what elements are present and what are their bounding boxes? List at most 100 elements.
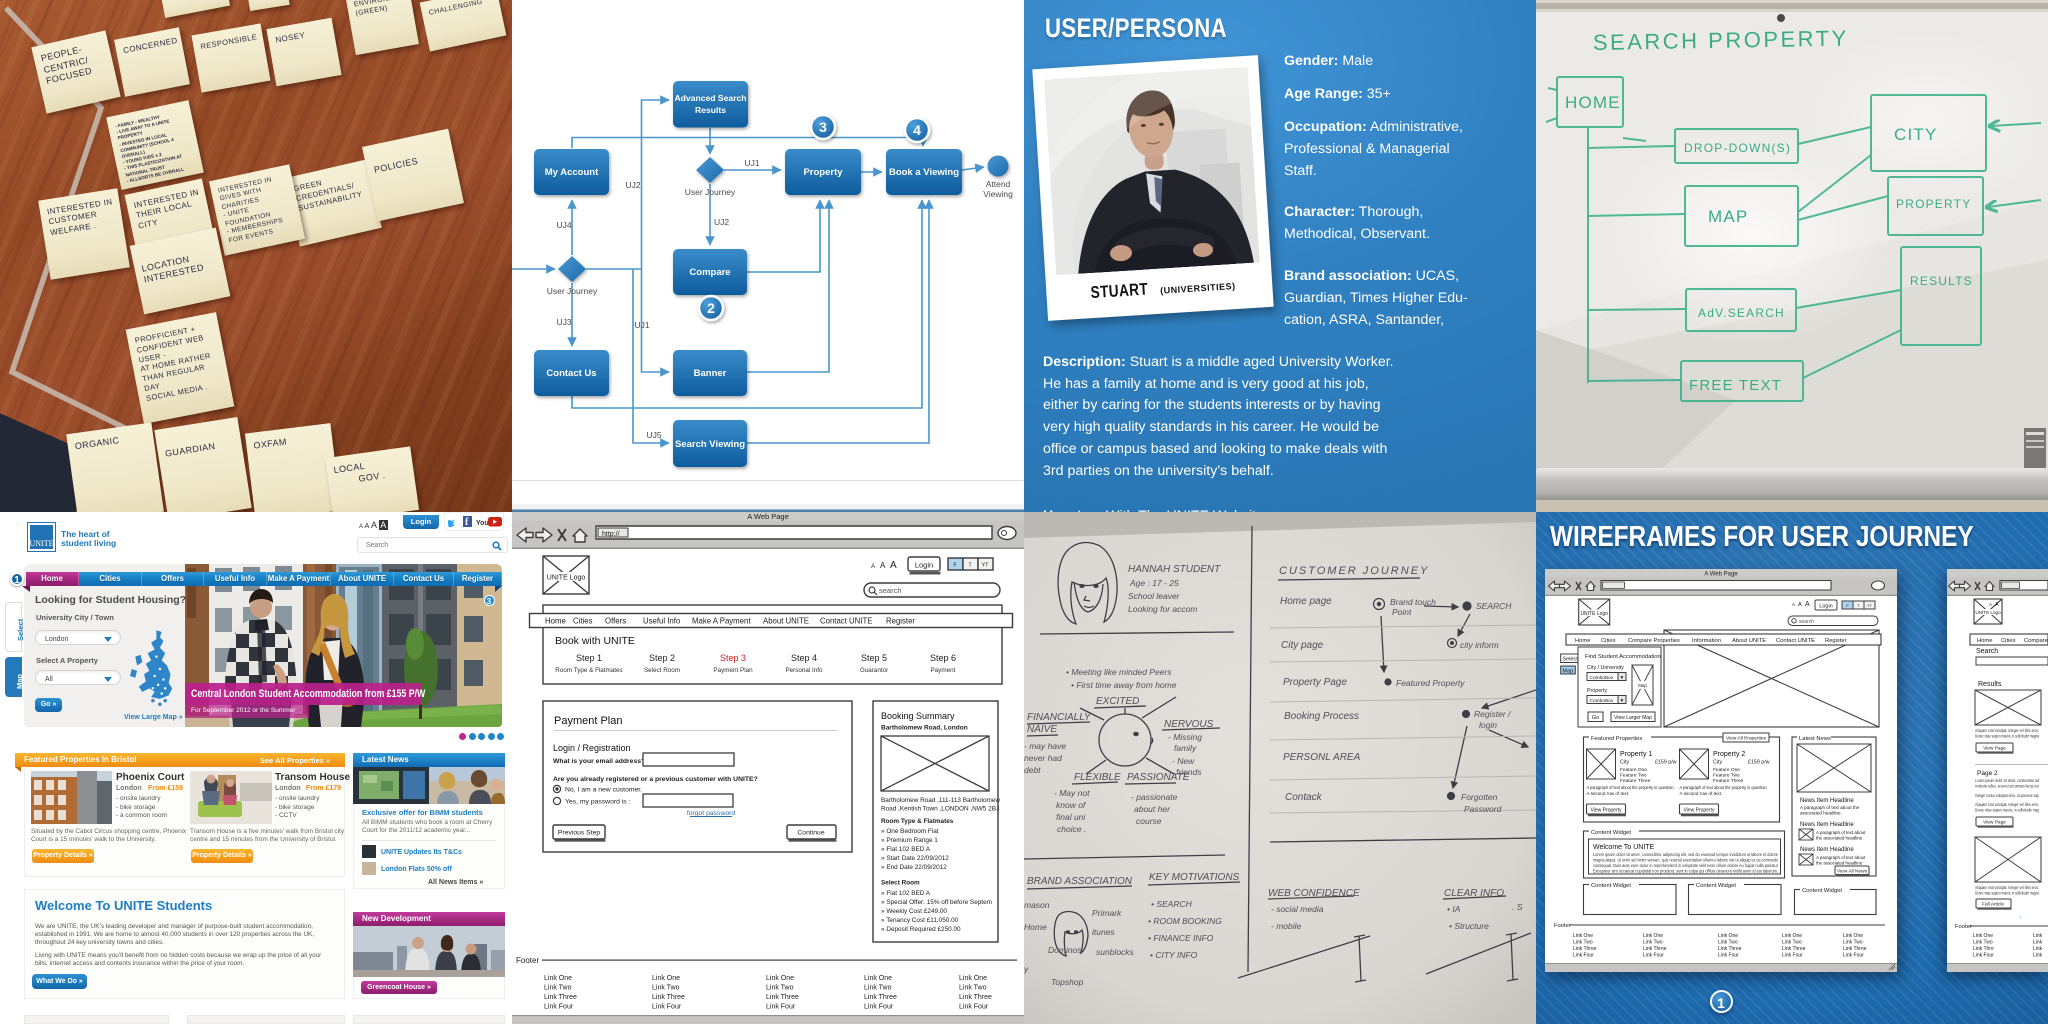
svg-text:debt: debt xyxy=(1024,765,1041,775)
svg-text:Link One: Link One xyxy=(766,975,794,982)
svg-text:KEY MOTIVATIONS: KEY MOTIVATIONS xyxy=(1149,872,1240,883)
svg-text:Link Three: Link Three xyxy=(1573,946,1597,952)
svg-text:View All News: View All News xyxy=(1837,869,1868,875)
svg-text:Forgotten: Forgotten xyxy=(1461,792,1498,802)
svg-text:• CITY INFO: • CITY INFO xyxy=(1150,950,1198,960)
svg-text:friends: friends xyxy=(1176,767,1202,777)
svg-text:Link Two: Link Two xyxy=(1782,940,1802,946)
svg-text:No, I am a new customer.: No, I am a new customer. xyxy=(565,787,642,794)
svg-text:. S: . S xyxy=(1512,902,1523,912)
svg-text:Age : 17 - 25: Age : 17 - 25 xyxy=(1129,578,1179,588)
svg-text:FLEXIBLE: FLEXIBLE xyxy=(1074,772,1121,783)
svg-text:Select Room: Select Room xyxy=(881,880,920,887)
svg-text:CLEAR INFO: CLEAR INFO xyxy=(1444,888,1504,899)
svg-text:Map: Map xyxy=(1638,683,1647,688)
svg-text:Step 6: Step 6 xyxy=(930,653,956,663)
svg-text:A paragraph of text about the: A paragraph of text about the xyxy=(1800,805,1860,810)
svg-text:HANNAH STUDENT: HANNAH STUDENT xyxy=(1128,564,1221,575)
svg-text:City: City xyxy=(1620,760,1629,766)
svg-text:Map: Map xyxy=(1563,668,1574,674)
svg-text:Yes, my password is :: Yes, my password is : xyxy=(565,799,631,806)
svg-text:Featured Property: Featured Property xyxy=(1396,678,1465,688)
svg-text:UJ5: UJ5 xyxy=(646,430,661,440)
svg-text:▼: ▼ xyxy=(1620,676,1625,681)
svg-text:Select Room: Select Room xyxy=(644,667,680,674)
svg-text:Link: Link xyxy=(2033,946,2043,952)
svg-text:Compare Properties: Compare Properties xyxy=(1628,638,1680,644)
svg-text:Payment Plan: Payment Plan xyxy=(554,715,622,727)
svg-text:Property: Property xyxy=(1587,688,1607,694)
svg-text:Link Two: Link Two xyxy=(652,985,680,992)
svg-text:Personal Info: Personal Info xyxy=(785,667,823,674)
svg-text:Feature Three: Feature Three xyxy=(1620,778,1651,784)
svg-text:Link Two: Link Two xyxy=(1643,940,1663,946)
svg-text:Make A Payment: Make A Payment xyxy=(692,617,751,626)
svg-text:Footer: Footer xyxy=(1955,924,1972,930)
svg-text:A: A xyxy=(890,560,897,571)
svg-text:Property Page: Property Page xyxy=(1283,677,1347,688)
svg-text:A: A xyxy=(1798,602,1802,608)
svg-text:SEARCH PROPERTY: SEARCH PROPERTY xyxy=(1593,26,1849,55)
svg-text:Payment Plan: Payment Plan xyxy=(713,667,753,674)
svg-text:Go: Go xyxy=(1592,715,1599,721)
svg-text:Search Viewing: Search Viewing xyxy=(675,439,745,450)
svg-text:Link Two: Link Two xyxy=(1973,940,1993,946)
svg-text:forgot password: forgot password xyxy=(687,810,736,817)
svg-text:Link Thre: Link Thre xyxy=(1973,946,1994,952)
svg-text:Contact UNITE: Contact UNITE xyxy=(1776,638,1815,644)
svg-text:Link Three: Link Three xyxy=(864,994,897,1001)
svg-text:Login / Registration: Login / Registration xyxy=(553,743,631,753)
svg-text:3: 3 xyxy=(819,119,827,135)
svg-text:FREE TEXT: FREE TEXT xyxy=(1689,377,1782,394)
svg-text:Payment: Payment xyxy=(931,667,956,674)
svg-text:Link One: Link One xyxy=(1643,933,1663,939)
svg-text:Link Two: Link Two xyxy=(544,985,572,992)
svg-text:Link Three: Link Three xyxy=(959,994,992,1001)
svg-text:Book a Viewing: Book a Viewing xyxy=(889,167,959,178)
svg-text:» Deposit Required £250.00: » Deposit Required £250.00 xyxy=(881,926,961,933)
svg-text:A: A xyxy=(1989,602,1992,607)
svg-text:A: A xyxy=(1995,602,1999,608)
svg-text:mason: mason xyxy=(1024,900,1050,910)
svg-text:know of: know of xyxy=(1056,800,1087,810)
svg-text:Link Four: Link Four xyxy=(1973,953,1994,959)
svg-text:Contact UNITE: Contact UNITE xyxy=(820,617,872,626)
svg-text:Link Four: Link Four xyxy=(652,1004,682,1011)
svg-text:A second row of text.: A second row of text. xyxy=(1587,791,1630,796)
svg-text:UJ1: UJ1 xyxy=(634,320,649,330)
svg-text:Home: Home xyxy=(1024,922,1047,932)
svg-text:ComboBox: ComboBox xyxy=(1590,675,1614,681)
svg-text:Register: Register xyxy=(1825,638,1847,644)
svg-text:Home page: Home page xyxy=(1280,596,1332,607)
svg-text:Link Three: Link Three xyxy=(652,994,685,1001)
svg-text:• Structure: • Structure xyxy=(1449,921,1489,931)
svg-text:- May not: - May not xyxy=(1054,788,1090,798)
svg-text:Are you already registered or: Are you already registered or a previous… xyxy=(553,776,758,783)
svg-text:Link Four: Link Four xyxy=(1643,953,1664,959)
svg-text:BRAND ASSOCIATION: BRAND ASSOCIATION xyxy=(1027,876,1133,887)
svg-text:Content Widget: Content Widget xyxy=(1591,830,1631,836)
svg-text:UJ3: UJ3 xyxy=(556,317,571,327)
svg-text:Link One: Link One xyxy=(1782,933,1802,939)
svg-text:- social media: - social media xyxy=(1271,904,1324,914)
svg-text:city inform: city inform xyxy=(1460,640,1499,650)
svg-text:Content Widget: Content Widget xyxy=(1591,883,1631,889)
svg-text:UNITE Logo: UNITE Logo xyxy=(1580,611,1608,617)
svg-text:FINANCIALLY: FINANCIALLY xyxy=(1027,712,1092,723)
svg-text:Link: Link xyxy=(2033,953,2043,959)
svg-text:» Tenancy Cost £11,050.00: » Tenancy Cost £11,050.00 xyxy=(881,917,959,924)
svg-text:Link: Link xyxy=(2033,933,2043,939)
svg-text:magna aliqua. Ut enim ad minim: magna aliqua. Ut enim ad minim veniam, q… xyxy=(1593,858,1778,863)
svg-text:Link Three: Link Three xyxy=(1843,946,1867,952)
svg-text:Welcome To UNITE: Welcome To UNITE xyxy=(1593,844,1655,851)
svg-text:Lorem ipsum dolor sit amet, co: Lorem ipsum dolor sit amet, consectetur … xyxy=(1975,778,2039,783)
svg-text:search: search xyxy=(879,586,902,595)
svg-text:↓: ↓ xyxy=(2019,914,2022,920)
svg-text:View Page: View Page xyxy=(1983,746,2006,752)
svg-text:A paragraph of text about: A paragraph of text about xyxy=(1816,830,1866,835)
svg-text:• ROOM BOOKING: • ROOM BOOKING xyxy=(1148,916,1222,926)
svg-text:YT: YT xyxy=(1867,603,1873,608)
svg-text:User Journey: User Journey xyxy=(685,187,736,197)
svg-text:A paragraph of text about: A paragraph of text about xyxy=(1816,855,1866,860)
svg-text:AdV.SEARCH: AdV.SEARCH xyxy=(1698,306,1785,320)
